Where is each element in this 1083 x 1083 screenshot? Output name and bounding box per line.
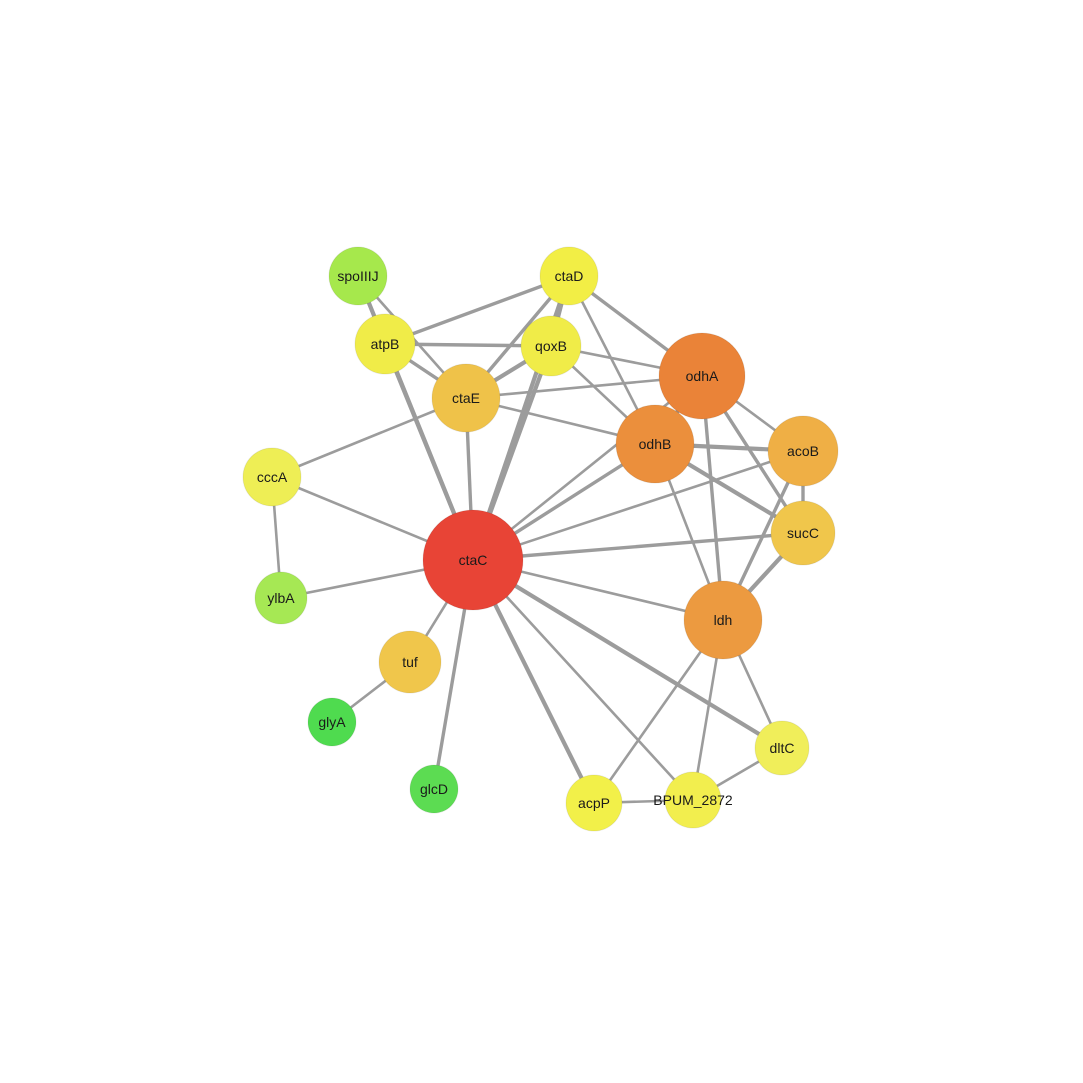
node-label-ldh: ldh [714, 612, 733, 628]
node-label-spoIIIJ: spoIIIJ [337, 268, 378, 284]
node-circle-ctaD[interactable] [539, 246, 599, 306]
node-circle-atpB[interactable] [354, 313, 416, 375]
edge-ctaE-cccA [270, 396, 468, 479]
edge-dltC-ctaC [470, 557, 785, 751]
node-circle-ylbA[interactable] [254, 571, 308, 625]
node-cccA[interactable]: cccA [242, 447, 302, 507]
node-label-ctaE: ctaE [452, 390, 480, 406]
node-circle-glcD[interactable] [409, 764, 459, 814]
node-label-odhA: odhA [686, 368, 719, 384]
node-odhB[interactable]: odhB [615, 404, 695, 484]
node-circle-tuf[interactable] [378, 630, 442, 694]
node-glyA[interactable]: glyA [307, 697, 357, 747]
node-label-qoxB: qoxB [535, 338, 567, 354]
node-ylbA[interactable]: ylbA [254, 571, 308, 625]
node-label-cccA: cccA [257, 469, 288, 485]
node-ldh[interactable]: ldh [683, 580, 763, 660]
node-circle-cccA[interactable] [242, 447, 302, 507]
node-label-atpB: atpB [371, 336, 400, 352]
node-label-dltC: dltC [770, 740, 795, 756]
node-circle-acoB[interactable] [767, 415, 839, 487]
node-circle-ctaE[interactable] [431, 363, 501, 433]
node-label-glyA: glyA [318, 714, 346, 730]
node-odhA[interactable]: odhA [658, 332, 746, 420]
node-dltC[interactable]: dltC [754, 720, 810, 776]
node-label-ylbA: ylbA [267, 590, 295, 606]
node-glcD[interactable]: glcD [409, 764, 459, 814]
node-circle-odhB[interactable] [615, 404, 695, 484]
node-label-tuf: tuf [402, 654, 418, 670]
node-circle-acpP[interactable] [565, 774, 623, 832]
node-circle-BPUM_2872[interactable] [664, 771, 722, 829]
node-label-ctaD: ctaD [555, 268, 584, 284]
node-ctaD[interactable]: ctaD [539, 246, 599, 306]
node-ctaC[interactable]: ctaC [422, 509, 524, 611]
node-circle-dltC[interactable] [754, 720, 810, 776]
edge-sucC-ctaC [471, 531, 805, 562]
node-label-odhB: odhB [639, 436, 672, 452]
node-BPUM_2872[interactable]: BPUM_2872 [653, 771, 733, 829]
node-acpP[interactable]: acpP [565, 774, 623, 832]
nodes-layer: spoIIIJ ctaD atpB qoxB ctaE odhA odhB acoB cccA c… [242, 246, 839, 832]
node-circle-odhA[interactable] [658, 332, 746, 420]
node-label-ctaC: ctaC [459, 552, 488, 568]
node-atpB[interactable]: atpB [354, 313, 416, 375]
node-circle-glyA[interactable] [307, 697, 357, 747]
node-acoB[interactable]: acoB [767, 415, 839, 487]
node-sucC[interactable]: sucC [770, 500, 836, 566]
edge-BPUM_2872-ctaC [471, 558, 695, 802]
node-label-acoB: acoB [787, 443, 819, 459]
edge-ctaD-atpB [383, 274, 571, 346]
node-circle-qoxB[interactable] [520, 315, 582, 377]
node-label-acpP: acpP [578, 795, 610, 811]
node-label-glcD: glcD [420, 781, 448, 797]
node-circle-sucC[interactable] [770, 500, 836, 566]
node-label-sucC: sucC [787, 525, 819, 541]
node-circle-ctaC[interactable] [422, 509, 524, 611]
node-spoIIIJ[interactable]: spoIIIJ [328, 246, 388, 306]
node-tuf[interactable]: tuf [378, 630, 442, 694]
node-qoxB[interactable]: qoxB [520, 315, 582, 377]
node-circle-ldh[interactable] [683, 580, 763, 660]
edge-acoB-ctaC [471, 449, 805, 562]
node-label-BPUM_2872: BPUM_2872 [653, 792, 733, 808]
node-ctaE[interactable]: ctaE [431, 363, 501, 433]
node-circle-spoIIIJ[interactable] [328, 246, 388, 306]
